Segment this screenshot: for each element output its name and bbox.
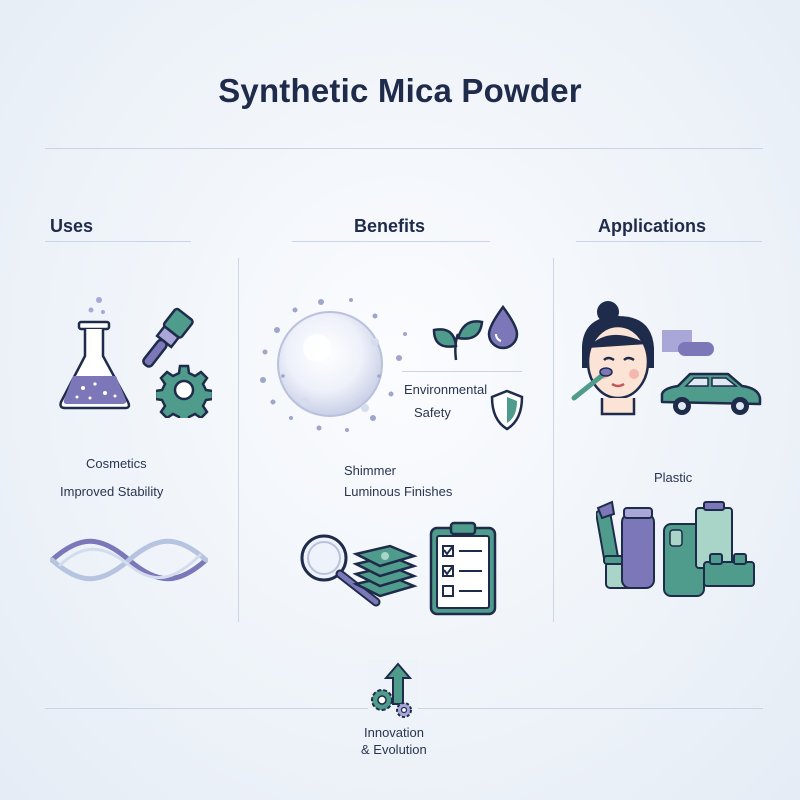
uses-heading: Uses: [50, 216, 94, 236]
benefits-item-shimmer: Shimmer: [344, 463, 397, 478]
checklist-icon: [428, 520, 498, 618]
stack-icon: [352, 536, 418, 602]
uses-underline: [45, 241, 191, 242]
shimmer-sphere-icon: [255, 290, 415, 440]
applications-heading: Applications: [598, 216, 707, 236]
benefits-heading: Benefits: [354, 216, 426, 236]
paintbrush-icon: [128, 305, 200, 375]
benefits-item-environmental: Environmental: [404, 382, 488, 397]
benefits-item-safety: Safety: [414, 405, 451, 420]
applications-underline: [576, 241, 762, 242]
title-divider: [45, 148, 763, 149]
shield-icon: [489, 388, 525, 432]
leaf-icon: [430, 316, 484, 364]
car-icon: [656, 370, 764, 418]
benefits-underline: [292, 241, 490, 242]
uses-item-cosmetics: Cosmetics: [86, 456, 147, 471]
footer-line-innovation: Innovation: [364, 725, 424, 740]
benefits-inner-divider: [402, 371, 522, 372]
column-divider-left: [238, 258, 239, 622]
column-divider-right: [553, 258, 554, 622]
gear-icon: [156, 362, 212, 418]
wave-icon: [50, 535, 208, 585]
page-title: Synthetic Mica Powder: [218, 72, 582, 109]
magnifying-glass-icon: [296, 530, 388, 610]
water-drop-icon: [486, 304, 520, 350]
applications-item-plastic: Plastic: [654, 470, 693, 485]
flask-icon: [55, 292, 135, 414]
innovation-gear-arrow-icon: [368, 660, 418, 720]
uses-item-improved-stability: Improved Stability: [60, 484, 164, 499]
benefits-item-luminous-finishes: Luminous Finishes: [344, 484, 453, 499]
footer-line-evolution: & Evolution: [361, 742, 427, 757]
woman-makeup-icon: [568, 298, 718, 422]
plastic-products-icon: [596, 500, 760, 600]
